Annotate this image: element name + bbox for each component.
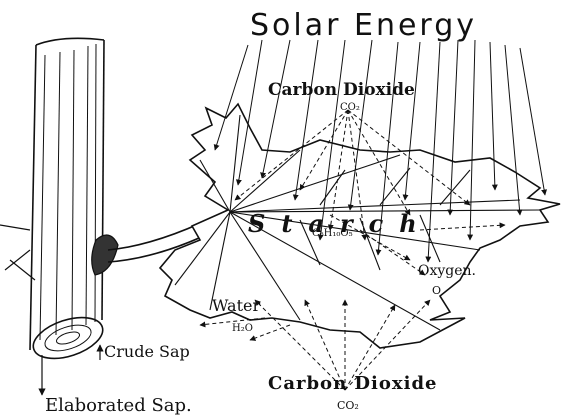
crude-sap-label: Crude Sap: [104, 342, 190, 361]
water-label: Water: [212, 296, 260, 315]
sap-arrows: [38, 344, 104, 396]
maple-leaf: [158, 102, 561, 349]
tree-trunk: [0, 37, 119, 360]
solar-rays: [213, 39, 548, 263]
carbon-dioxide-bottom-label: Carbon Dioxide: [268, 373, 437, 394]
co2-top-formula: CO₂: [340, 102, 360, 113]
starch-label: Starch: [248, 209, 433, 238]
oxygen-symbol: O: [432, 284, 441, 297]
solar-energy-label: Solar Energy: [250, 8, 477, 43]
water-arrows: [199, 317, 291, 341]
oxygen-arrows: [329, 214, 506, 276]
co2-top-arrows: [234, 109, 471, 241]
co2-bottom-arrows: [254, 299, 431, 391]
elaborated-sap-label: Elaborated Sap.: [45, 395, 192, 416]
leaf-veins: [174, 114, 541, 331]
co2-bottom-formula: CO₂: [337, 399, 359, 412]
carbon-dioxide-top-label: Carbon Dioxide: [268, 80, 415, 100]
water-formula: H₂O: [232, 323, 253, 334]
oxygen-label: Oxygen.: [418, 263, 476, 279]
starch-formula: C₆H₁₀O₅: [312, 228, 353, 239]
